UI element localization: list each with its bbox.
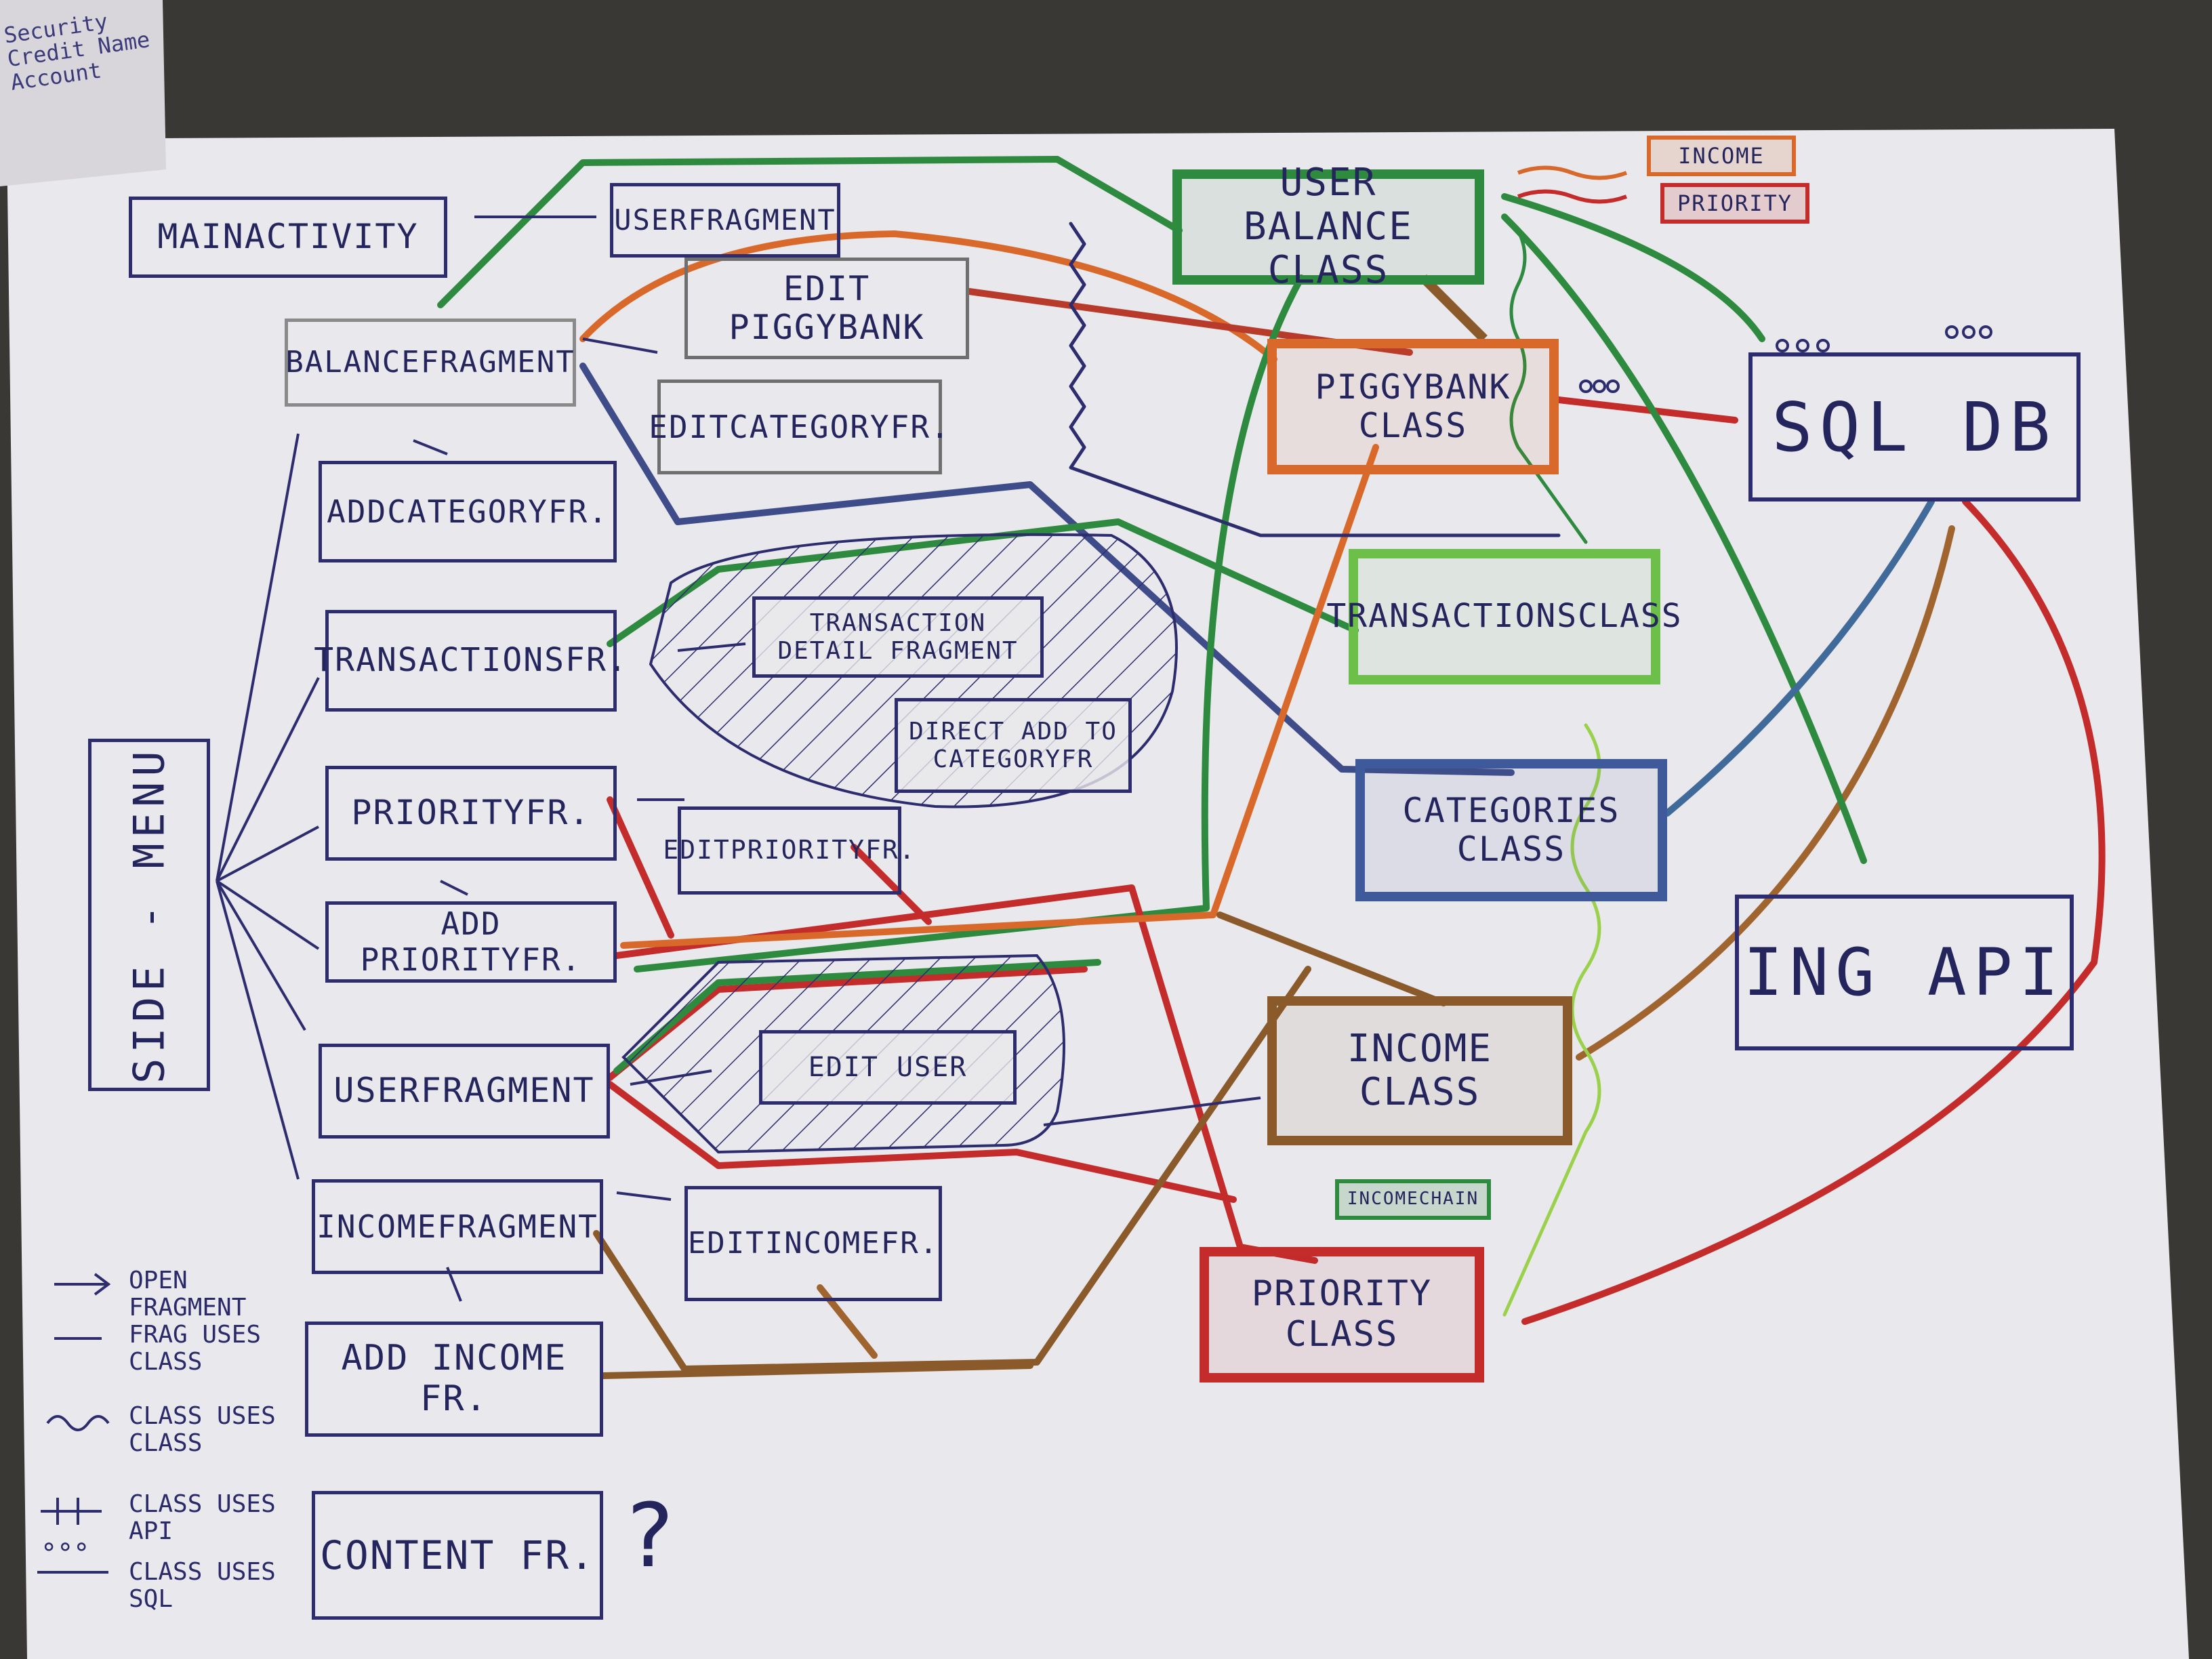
balance-fragment-box: BALANCEFRAGMENT (285, 319, 576, 407)
legend-item-class-uses-class: CLASS USES CLASS (129, 1402, 276, 1457)
sql-mark-5 (1796, 339, 1809, 352)
edit-piggybank-box: EDIT PIGGYBANK (684, 258, 969, 359)
legend-item-frag-uses-class: FRAG USES CLASS (129, 1321, 262, 1376)
legend-mark-api (41, 1498, 102, 1525)
edit-income-box: EDITINCOMEFR. (684, 1186, 942, 1301)
content-fragment-box: CONTENT FR. (312, 1491, 603, 1620)
edit-priority-box: EDITPRIORITYFR. (663, 806, 915, 895)
link-income-brown-2 (600, 1362, 1033, 1379)
transaction-detail-box: TRANSACTION DETAIL FRAGMENT (752, 596, 1044, 678)
arrow-menu-addpriority (216, 880, 320, 950)
legend-item-class-uses-api: CLASS USES API (129, 1490, 276, 1545)
sql-mark-1 (1579, 380, 1593, 393)
arrow-balance-addcat (413, 439, 448, 455)
link-income-brown-1 (593, 966, 1311, 1372)
link-balance-piggybank (579, 230, 1277, 363)
edit-user-box: EDIT USER (759, 1030, 1017, 1105)
sql-db-box: SQL DB (1748, 352, 2081, 501)
arrow-priority-addpriority (440, 880, 468, 896)
link-userbalance-ingapi (1501, 213, 1867, 864)
link-piggybank-sql (1555, 396, 1738, 424)
priority-class-box: PRIORITY CLASS (1200, 1247, 1484, 1382)
add-income-box: ADD INCOME FR. (305, 1322, 603, 1437)
transactions-class-box: TRANSACTIONSCLASS (1326, 549, 1681, 684)
piggybank-class-box: PIGGYBANK CLASS (1267, 339, 1559, 474)
link-priority-sql (1521, 498, 2106, 1325)
link-priority-fr (607, 796, 674, 939)
sql-mark-2 (1593, 380, 1606, 393)
arrow-user-edituser (630, 1069, 712, 1086)
add-category-box: ADDCATEGORYFR. (319, 461, 617, 562)
ing-api-box: ING API (1735, 895, 2074, 1050)
link-wavy-1 (1069, 222, 1561, 537)
legend-item-open-fragment: OPEN FRAGMENT (129, 1267, 247, 1322)
edit-category-box: EDITCATEGORYFR. (649, 380, 949, 474)
link-income-sql (1576, 525, 1955, 1061)
side-menu-box[interactable]: SIDE - MENU (88, 739, 210, 1091)
user-fragment-top-box: USERFRAGMENT (610, 183, 840, 258)
direct-add-category-box: DIRECT ADD TO CATEGORYFR (895, 698, 1132, 793)
arrow-income-class (1043, 1097, 1261, 1126)
categories-class-box: CATEGORIES CLASS (1355, 759, 1667, 901)
arrow-balance-editpiggy (582, 337, 658, 354)
tag-priority: PRIORITY (1660, 183, 1809, 224)
sql-mark-3 (1606, 380, 1620, 393)
link-editpriority-fr (851, 844, 932, 925)
transactions-fragment-box: TRANSACTIONSFR. (314, 610, 627, 712)
link-wavy-3 (1502, 723, 1601, 1317)
link-orange-income (620, 444, 1379, 949)
side-menu-label: SIDE - MENU (124, 745, 174, 1084)
arrow-userbalance-piggybank (1420, 274, 1488, 342)
sql-mark-8 (1962, 325, 1975, 339)
legend-mark-arrow (54, 1273, 111, 1296)
sql-mark-4 (1776, 339, 1789, 352)
sql-mark-9 (1979, 325, 1992, 339)
arrow-menu-user (216, 880, 306, 1031)
income-fragment-box: INCOMEFRAGMENT (312, 1179, 603, 1274)
link-categories-sql (1664, 498, 1935, 817)
arrow-tag-priority (1517, 189, 1628, 204)
priority-fragment-box: PRIORITYFR. (325, 766, 617, 861)
add-priority-box: ADD PRIORITYFR. (325, 901, 617, 983)
tag-income-chain: INCOMECHAIN (1335, 1179, 1491, 1220)
link-income-brown-4 (1216, 912, 1447, 1006)
arrow-menu-balance (216, 433, 300, 882)
arrow-menu-transactions (216, 677, 320, 882)
user-fragment-box: USERFRAGMENT (319, 1044, 610, 1139)
link-userbalance-sql (1501, 193, 1765, 342)
legend-mark-wavy (46, 1415, 110, 1431)
link-balance-userbalance (437, 156, 1183, 308)
arrow-menu-priority (216, 825, 319, 882)
sql-mark-6 (1816, 339, 1830, 352)
user-balance-class-box: USER BALANCE CLASS (1172, 161, 1484, 292)
link-balance-categories (579, 363, 1515, 776)
arrow-tag-income (1517, 165, 1628, 180)
arrow-menu-income (216, 880, 300, 1180)
main-activity-box: MAINACTIVITY (129, 197, 447, 278)
legend-item-class-uses-sql: CLASS USES SQL (129, 1558, 276, 1613)
small-note-paper (0, 0, 166, 186)
income-class-box: INCOME CLASS (1267, 996, 1572, 1145)
sql-mark-7 (1945, 325, 1959, 339)
question-mark: ? (627, 1484, 674, 1587)
arrow-income-editincome (616, 1191, 672, 1201)
tag-income: INCOME (1647, 136, 1796, 176)
arrow-trans-detail (677, 642, 746, 652)
legend-symbol-sql: ∘∘∘ (41, 1531, 90, 1562)
